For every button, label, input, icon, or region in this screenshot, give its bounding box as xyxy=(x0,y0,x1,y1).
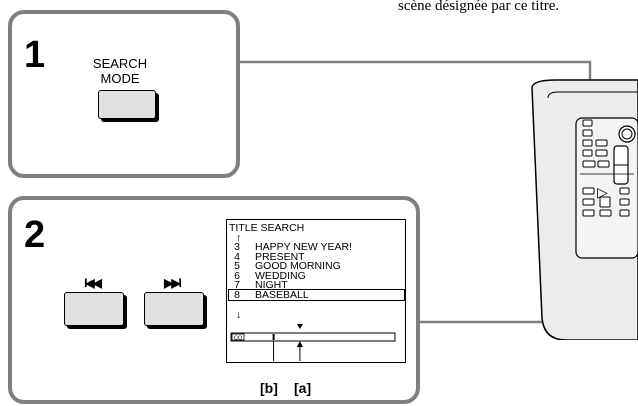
remote-rew-button[interactable] xyxy=(582,198,595,206)
remote-button-row3-1[interactable] xyxy=(582,209,595,217)
title-text: WEDDING xyxy=(255,269,306,282)
remote-small-button-3[interactable] xyxy=(582,139,593,147)
remote-stop-button[interactable] xyxy=(599,196,611,208)
remote-button-row3-2[interactable] xyxy=(599,209,612,217)
remote-small-button-1[interactable] xyxy=(582,119,593,127)
remote-search-mode-button[interactable] xyxy=(582,160,596,168)
step2-box: 2 I◀◀ ▶▶I TITLE SEARCH ↑ 3 HAPPY NEW YEAR… xyxy=(8,196,420,404)
search-mode-label: SEARCH MODE xyxy=(80,56,160,86)
title-search-screen: TITLE SEARCH ↑ 3 HAPPY NEW YEAR! 4 PRESENT 5… xyxy=(226,219,406,363)
remote-control: ▷ xyxy=(531,79,638,340)
remote-small-button-5[interactable] xyxy=(582,149,593,157)
tape-bar xyxy=(230,332,396,342)
target-position-marker xyxy=(296,324,303,329)
selection-highlight xyxy=(228,289,405,301)
title-text: BASEBALL xyxy=(255,289,309,301)
remote-skip-back-button[interactable] xyxy=(582,187,595,195)
remote-top-edge xyxy=(547,91,638,99)
remote-skip-forward-button[interactable] xyxy=(619,187,630,195)
remote-small-button-8[interactable] xyxy=(597,160,610,168)
current-position-marker xyxy=(272,334,275,340)
title-number: 4 xyxy=(234,250,240,263)
title-text: PRESENT xyxy=(255,250,305,263)
screen-header: TITLE SEARCH xyxy=(229,222,305,234)
scroll-up-arrow-icon: ↑ xyxy=(236,232,242,244)
skip-forward-button[interactable] xyxy=(144,292,204,326)
title-number: 8 xyxy=(234,289,240,301)
search-mode-label-line2: MODE xyxy=(100,71,140,86)
remote-small-button-2[interactable] xyxy=(582,129,593,137)
title-text: NIGHT xyxy=(255,279,288,292)
remote-small-button-4[interactable] xyxy=(595,139,608,147)
remote-ff-button[interactable] xyxy=(619,198,630,206)
reference-b: [b] xyxy=(260,380,278,396)
search-mode-button[interactable] xyxy=(98,90,156,119)
top-caption: scène désignée par ce titre. xyxy=(398,0,560,14)
title-number: 5 xyxy=(234,260,240,273)
title-number: 3 xyxy=(234,241,240,253)
skip-forward-icon: ▶▶I xyxy=(164,276,182,290)
skip-back-button[interactable] xyxy=(64,292,124,326)
target-pointer-arrow xyxy=(296,341,303,347)
step1-number: 1 xyxy=(24,34,46,76)
reference-a: [a] xyxy=(294,380,312,396)
cassette-memory-label: CO xyxy=(234,336,243,342)
title-text: GOOD MORNING xyxy=(255,260,341,273)
step2-number: 2 xyxy=(24,214,46,256)
remote-play-icon[interactable]: ▷ xyxy=(597,185,608,201)
scroll-down-arrow-icon: ↓ xyxy=(236,309,242,321)
title-number: 7 xyxy=(234,279,240,292)
step1-box: 1 SEARCH MODE xyxy=(8,10,240,178)
title-number: 6 xyxy=(234,269,240,282)
search-mode-label-line1: SEARCH xyxy=(92,56,148,71)
cassette-memory-icon xyxy=(231,333,245,341)
remote-small-button-6[interactable] xyxy=(595,149,608,157)
remote-round-button-inner xyxy=(621,128,633,140)
title-text: HAPPY NEW YEAR! xyxy=(255,241,353,253)
skip-back-icon: I◀◀ xyxy=(84,276,102,290)
remote-button-row3-3[interactable] xyxy=(619,209,630,217)
tape-position-indicator: CO xyxy=(230,324,396,361)
